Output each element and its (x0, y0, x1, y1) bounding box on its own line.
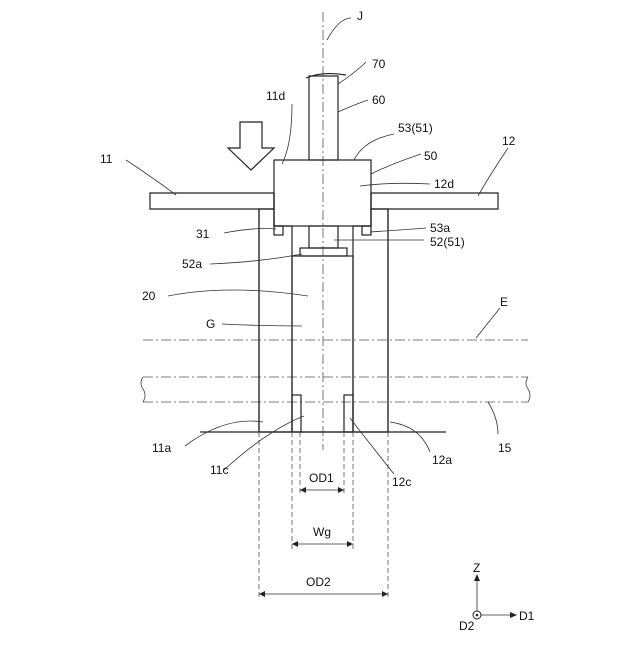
axis-indicator (473, 574, 517, 619)
plate-11 (150, 193, 274, 209)
leader-50 (371, 154, 421, 174)
wall-11-left (259, 209, 292, 432)
label-70: 70 (372, 57, 386, 71)
leader-31 (224, 229, 276, 234)
label-11: 11 (100, 152, 113, 166)
leader-j (327, 18, 351, 40)
dim-od2 (259, 591, 388, 597)
label-20: 20 (142, 289, 156, 303)
leader-52a (210, 254, 302, 264)
press-head-50 (274, 160, 371, 226)
leader-g (222, 324, 302, 326)
label-axis-z: Z (473, 561, 480, 575)
down-arrow-icon (228, 122, 274, 170)
label-52a: 52a (182, 257, 202, 271)
leader-11d (282, 104, 292, 164)
label-11d: 11d (266, 89, 285, 103)
strip-11c (292, 395, 301, 432)
leader-53-51 (354, 134, 394, 160)
leader-11a (185, 421, 263, 446)
label-12c: 12c (392, 475, 411, 489)
label-31: 31 (196, 227, 210, 241)
leader-70 (338, 62, 366, 84)
break-mark-left (141, 377, 145, 402)
label-11c: 11c (210, 463, 228, 477)
label-50: 50 (424, 149, 438, 163)
label-12d: 12d (434, 177, 454, 191)
label-g: G (206, 317, 215, 331)
leader-20 (168, 290, 308, 296)
label-e: E (500, 295, 508, 309)
label-axis-d1: D1 (519, 609, 535, 623)
leader-12 (478, 148, 508, 196)
seal-53a (362, 226, 371, 235)
dim-wg (292, 541, 353, 547)
label-12: 12 (502, 134, 516, 148)
leader-60 (338, 100, 368, 112)
strip-12c (344, 395, 353, 432)
label-wg: Wg (313, 525, 331, 539)
label-11a: 11a (152, 441, 171, 455)
label-15: 15 (498, 441, 512, 455)
leader-11 (126, 160, 176, 195)
leader-e (476, 308, 500, 338)
label-od2: OD2 (306, 575, 331, 589)
rod-60 (309, 76, 338, 160)
label-53a: 53a (430, 221, 450, 235)
leader-53a (370, 228, 426, 232)
leader-15 (488, 402, 498, 434)
label-axis-d2: D2 (459, 619, 475, 633)
leader-12a (390, 422, 430, 452)
wall-12-right (353, 209, 388, 432)
dim-od1 (300, 487, 344, 493)
label-j: J (357, 9, 363, 23)
label-53-51: 53(51) (398, 121, 433, 135)
label-12a: 12a (432, 453, 452, 467)
tip-52a (300, 248, 347, 256)
label-52-51: 52(51) (430, 235, 465, 249)
seal-31 (274, 226, 283, 235)
label-od1: OD1 (309, 471, 334, 485)
break-mark-right (526, 377, 530, 402)
plate-12 (371, 193, 498, 209)
cavity-52 (309, 226, 338, 248)
label-60: 60 (372, 93, 386, 107)
